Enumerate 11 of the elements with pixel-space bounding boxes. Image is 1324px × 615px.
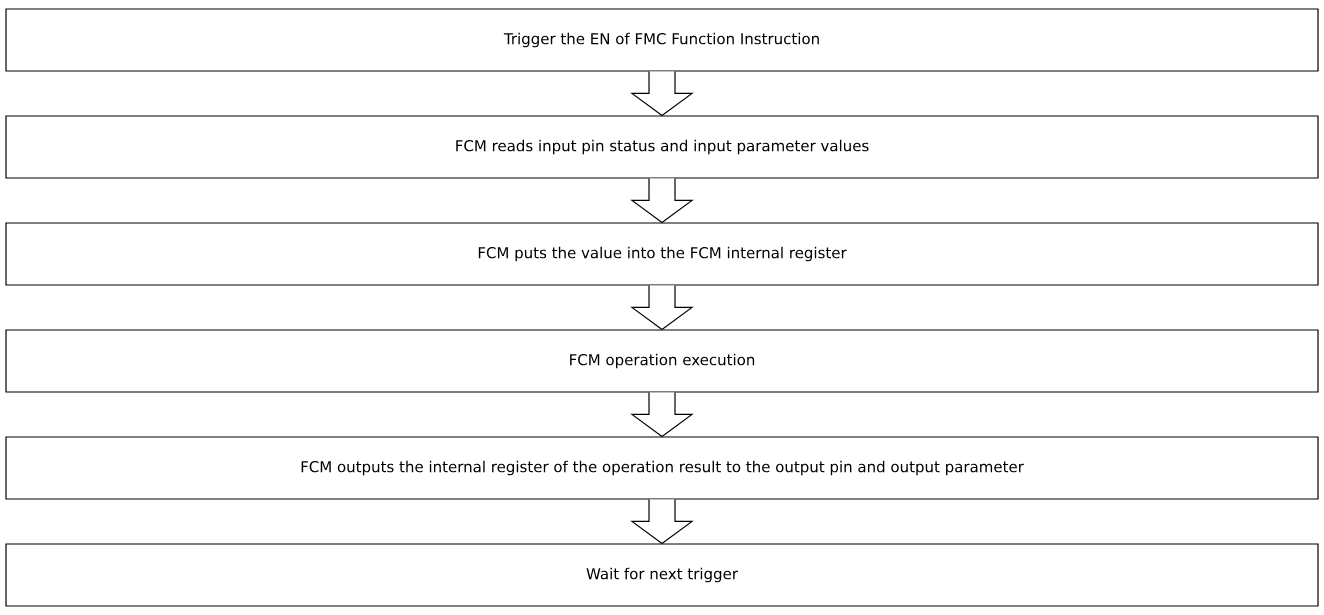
process-box: FCM outputs the internal register of the operation result to the output pin and output parameter — [5, 436, 1319, 500]
process-box: FCM puts the value into the FCM internal register — [5, 222, 1319, 286]
process-box: Trigger the EN of FMC Function Instruction — [5, 8, 1319, 72]
process-box: FCM reads input pin status and input parameter values — [5, 115, 1319, 179]
process-box: Wait for next trigger — [5, 543, 1319, 607]
block-arrow — [630, 499, 694, 545]
block-arrow — [630, 285, 694, 331]
block-arrow — [630, 392, 694, 438]
block-arrow — [630, 71, 694, 117]
process-box: FCM operation execution — [5, 329, 1319, 393]
block-arrow — [630, 178, 694, 224]
